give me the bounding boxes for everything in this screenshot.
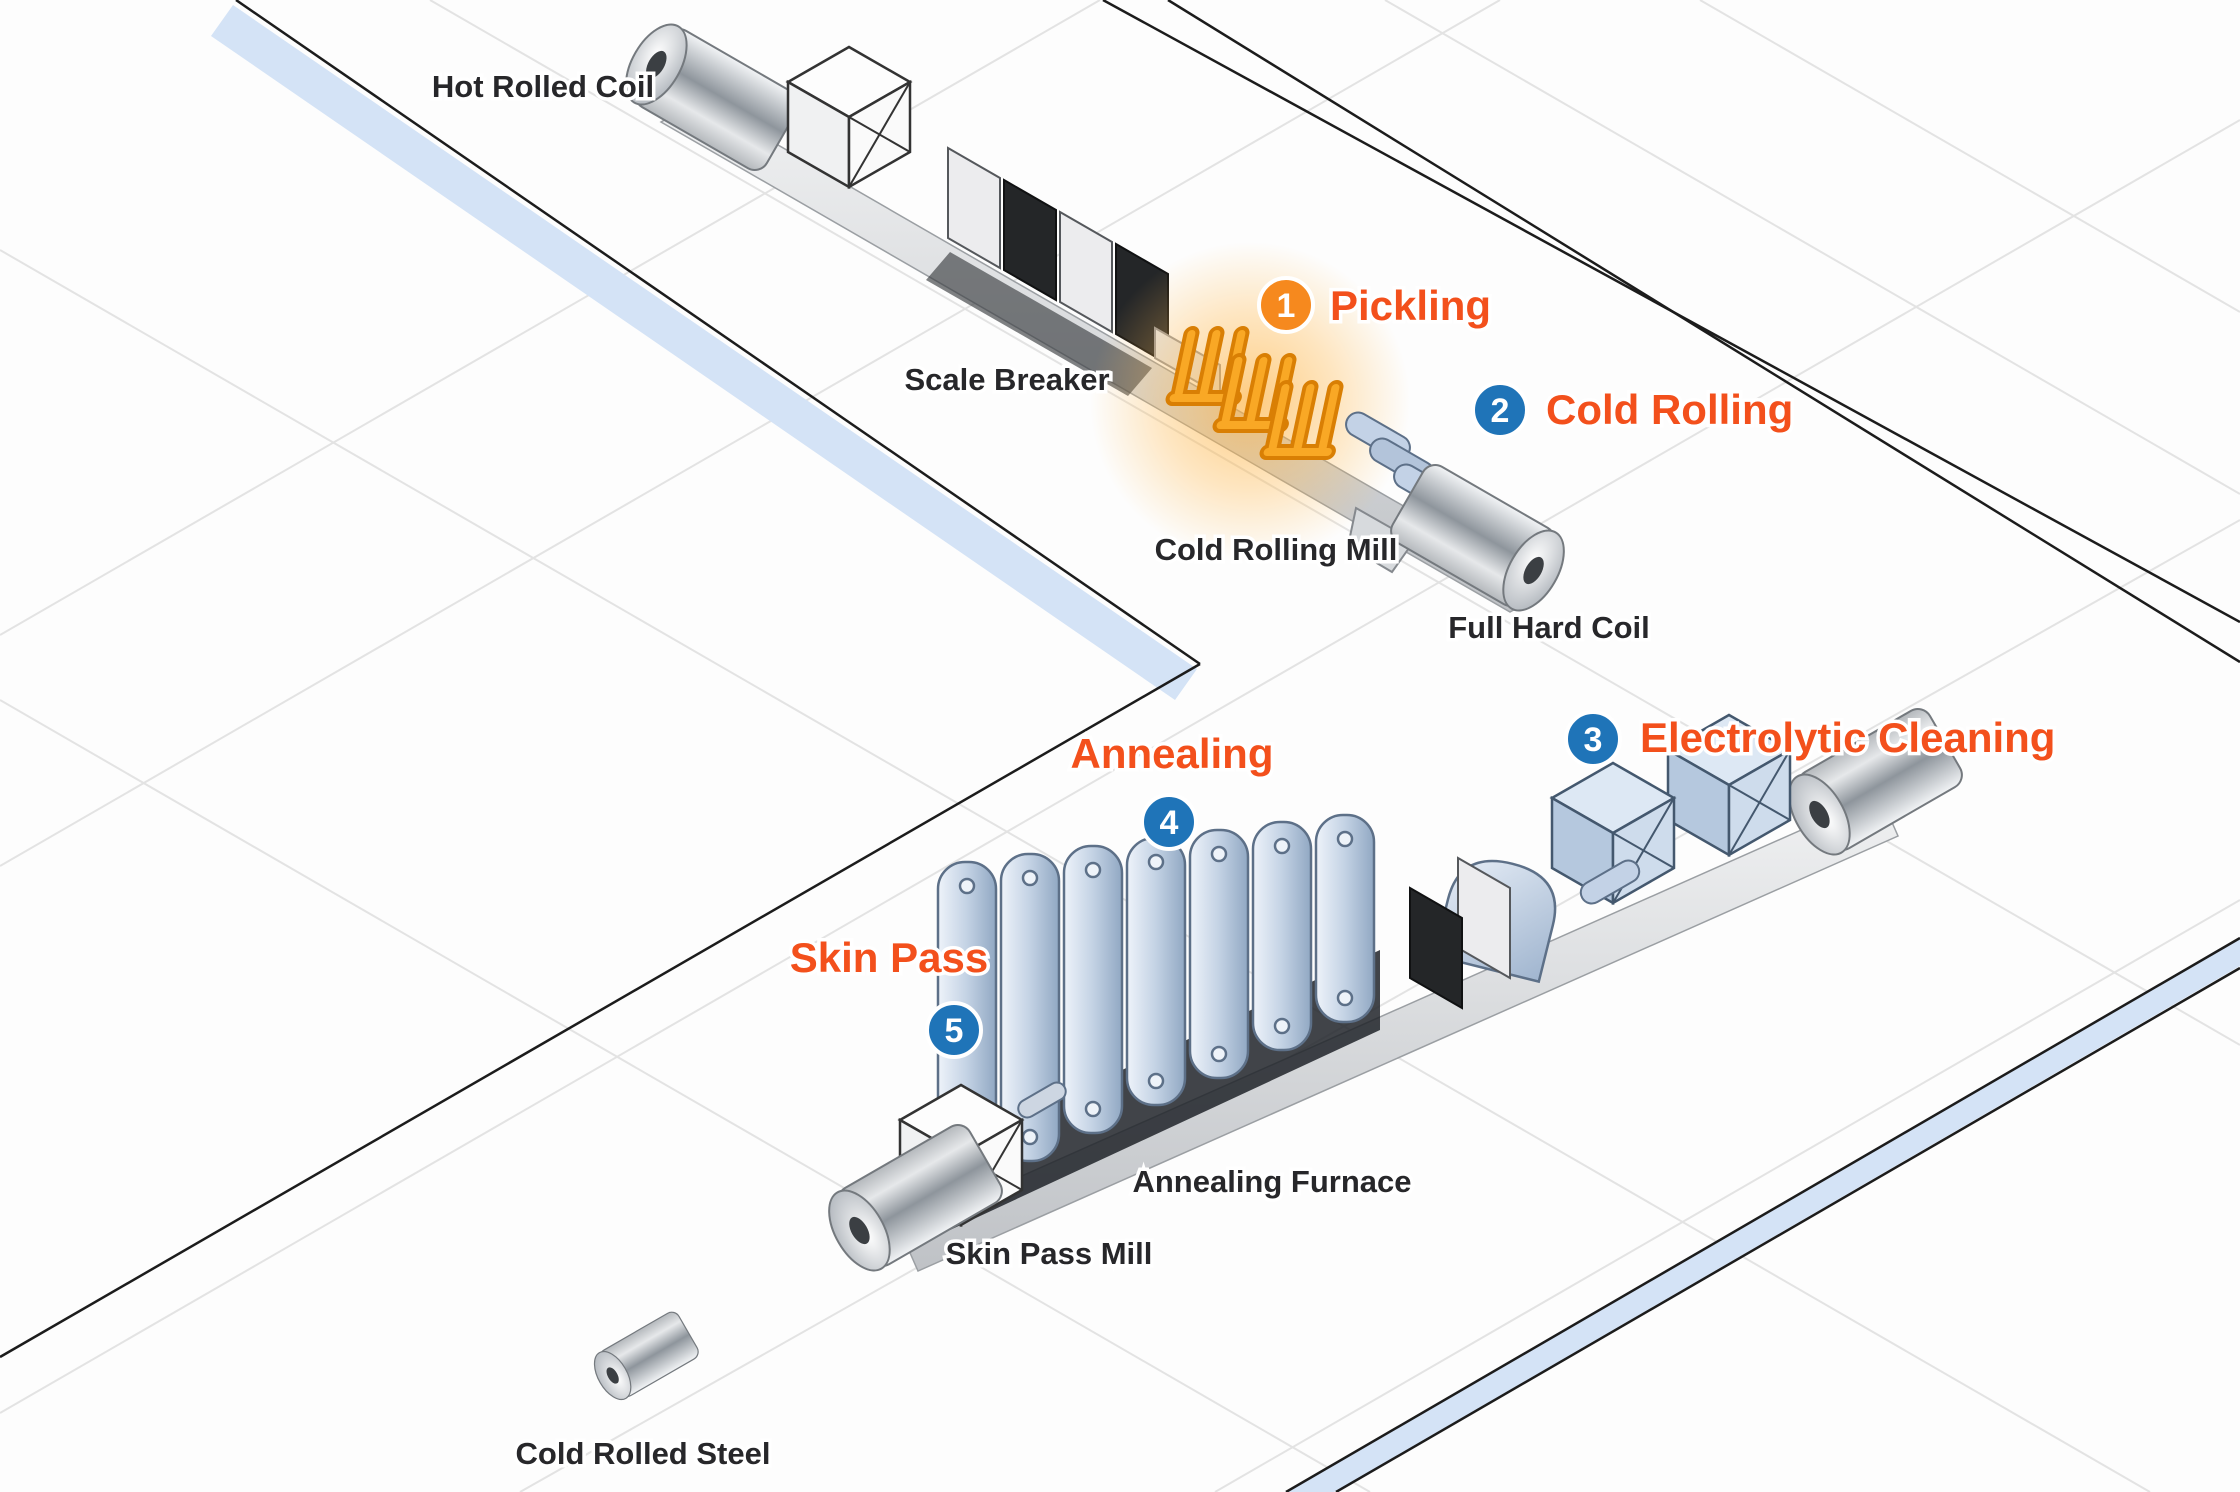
label-skin-pass-mill: Skin Pass Mill <box>946 1236 1153 1271</box>
step-5-badge: 5 Skin Pass <box>786 931 992 1059</box>
step-3-badge-number: 3 <box>1584 721 1603 759</box>
step-1-label: Pickling <box>1330 282 1491 329</box>
step-2-label: Cold Rolling <box>1546 386 1793 433</box>
label-cold-rolled-steel: Cold Rolled Steel <box>516 1436 771 1471</box>
label-hot-rolled-coil: Hot Rolled Coil <box>432 69 654 104</box>
step-annotations: 1 Pickling 2 Cold Rolling 3 Electrolytic… <box>786 276 2059 1059</box>
step-5-badge-number: 5 <box>945 1012 964 1050</box>
step-2-badge-circle <box>1471 381 1529 439</box>
label-full-hard-coil: Full Hard Coil <box>1448 610 1650 645</box>
step-1-badge-number: 1 <box>1277 287 1296 325</box>
step-1-badge-circle <box>1257 276 1315 334</box>
step-4-badge-number: 4 <box>1160 804 1179 842</box>
step-3-label: Electrolytic Cleaning <box>1640 714 2055 761</box>
step-5-badge-circle <box>925 1001 983 1059</box>
floor-stripe-top-left <box>211 5 1197 700</box>
step-3-badge-circle <box>1564 710 1622 768</box>
skin-pass-roll <box>1017 1081 1067 1119</box>
scale-breaker-bed <box>926 252 1152 396</box>
step-4-label: Annealing <box>1070 730 1273 777</box>
label-cold-rolling-mill: Cold Rolling Mill <box>1155 532 1398 567</box>
cleaning-roll <box>1579 859 1641 905</box>
label-annealing-furnace: Annealing Furnace <box>1132 1164 1411 1199</box>
equipment-labels: Hot Rolled Coil Scale Breaker Cold Rolli… <box>428 66 1653 1475</box>
upper-process-line <box>612 13 1578 622</box>
label-scale-breaker: Scale Breaker <box>904 362 1109 397</box>
step-3-badge: 3 Electrolytic Cleaning <box>1564 710 2059 768</box>
step-1-badge: 1 Pickling <box>1257 276 1495 334</box>
lower-process-line <box>815 702 1968 1282</box>
step-5-label: Skin Pass <box>790 934 988 981</box>
step-2-badge-number: 2 <box>1491 392 1510 430</box>
step-2-badge: 2 Cold Rolling <box>1471 381 1797 439</box>
step-4-badge-circle <box>1140 793 1198 851</box>
step-4-badge: 4 Annealing <box>1067 727 1277 851</box>
